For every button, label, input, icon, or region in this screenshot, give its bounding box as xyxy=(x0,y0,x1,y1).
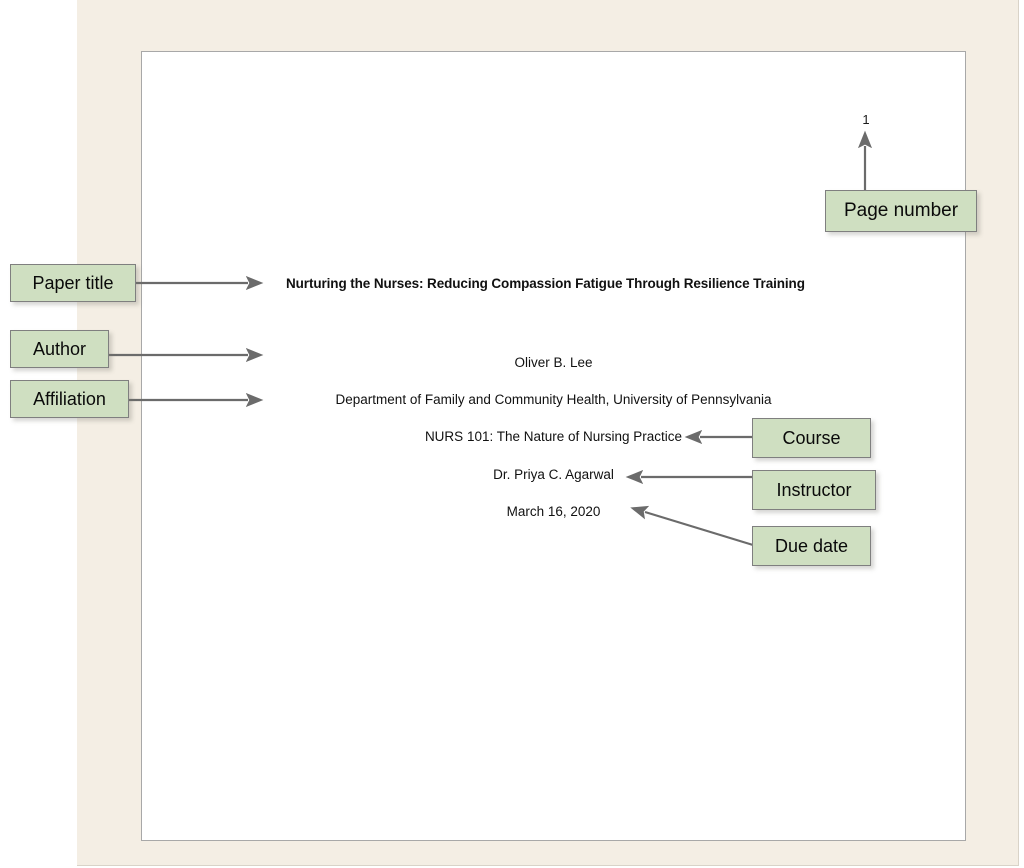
annotation-label-instructor[interactable]: Instructor xyxy=(752,470,876,510)
annotation-label-paper-title[interactable]: Paper title xyxy=(10,264,136,302)
document-author: Oliver B. Lee xyxy=(514,355,593,370)
document-page-number: 1 xyxy=(862,112,870,127)
document-instructor: Dr. Priya C. Agarwal xyxy=(493,467,614,482)
annotation-label-page-number[interactable]: Page number xyxy=(825,190,977,232)
left-white-margin xyxy=(0,0,77,868)
annotation-label-due-date[interactable]: Due date xyxy=(752,526,871,566)
annotation-label-author[interactable]: Author xyxy=(10,330,109,368)
document-course: NURS 101: The Nature of Nursing Practice xyxy=(424,429,683,444)
annotation-label-course[interactable]: Course xyxy=(752,418,871,458)
document-affiliation: Department of Family and Community Healt… xyxy=(335,392,772,407)
document-title: Nurturing the Nurses: Reducing Compassio… xyxy=(286,276,805,291)
document-due-date: March 16, 2020 xyxy=(506,504,601,519)
annotation-label-affiliation[interactable]: Affiliation xyxy=(10,380,129,418)
